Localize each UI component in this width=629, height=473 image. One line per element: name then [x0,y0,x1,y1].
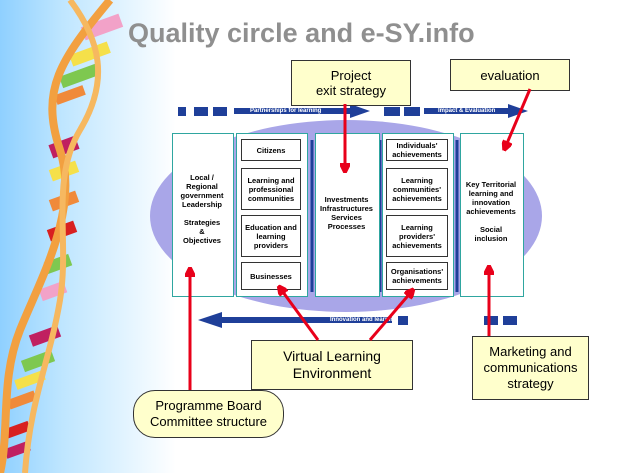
project-exit-callout: Project exit strategy [291,60,411,106]
project-exit-text: Project exit strategy [315,68,387,98]
investments-text: Investments Infrastructures Services Pro… [320,195,373,231]
slide-title: Quality circle and e-SY.info [128,18,475,48]
investments-column [315,133,380,297]
dna-helix-decoration [0,0,124,473]
vle-text: Virtual Learning Environment [283,348,381,381]
evaluation-callout: evaluation [450,59,570,91]
dna-backbone-2 [22,0,102,473]
achievement-cell-2: Learning providers' achievements [386,215,448,257]
key-achievements-text: Key Territorial learning and innovation … [465,180,517,243]
marketing-text: Marketing and communications strategy [483,344,578,391]
marketing-callout: Marketing and communications strategy [472,336,589,400]
local-government-text: Local / Regional government Leadership S… [180,173,224,245]
provider-cell-3: Businesses [241,262,301,290]
board-text: Programme Board Committee structure [149,398,268,429]
achievement-cell-0: Individuals' achievements [386,139,448,161]
provider-cell-0: Citizens [241,139,301,161]
impact-bar-label: Impact & Evaluation [438,108,496,114]
arrow-vle-organisations [368,291,412,341]
arrow-evaluation [505,88,532,148]
arrow-vle-businesses [280,288,320,341]
provider-cell-1: Learning and professional communities [241,168,301,210]
vle-callout: Virtual Learning Environment [251,340,413,390]
board-callout: Programme Board Committee structure [133,390,284,438]
partnerships-bar-label: Partnerships for learning [250,108,322,114]
dna-backbone-1 [0,0,114,473]
bottom-bar [198,312,517,328]
achievement-cell-1: Learning communities' achievements [386,168,448,210]
innovation-bar-label: Innovation and learning [330,317,398,323]
top-bar [178,104,528,118]
evaluation-text: evaluation [480,67,540,83]
local-government-column [172,133,234,297]
achievement-cell-3: Organisations' achievements [386,262,448,290]
provider-cell-2: Education and learning providers [241,215,301,257]
